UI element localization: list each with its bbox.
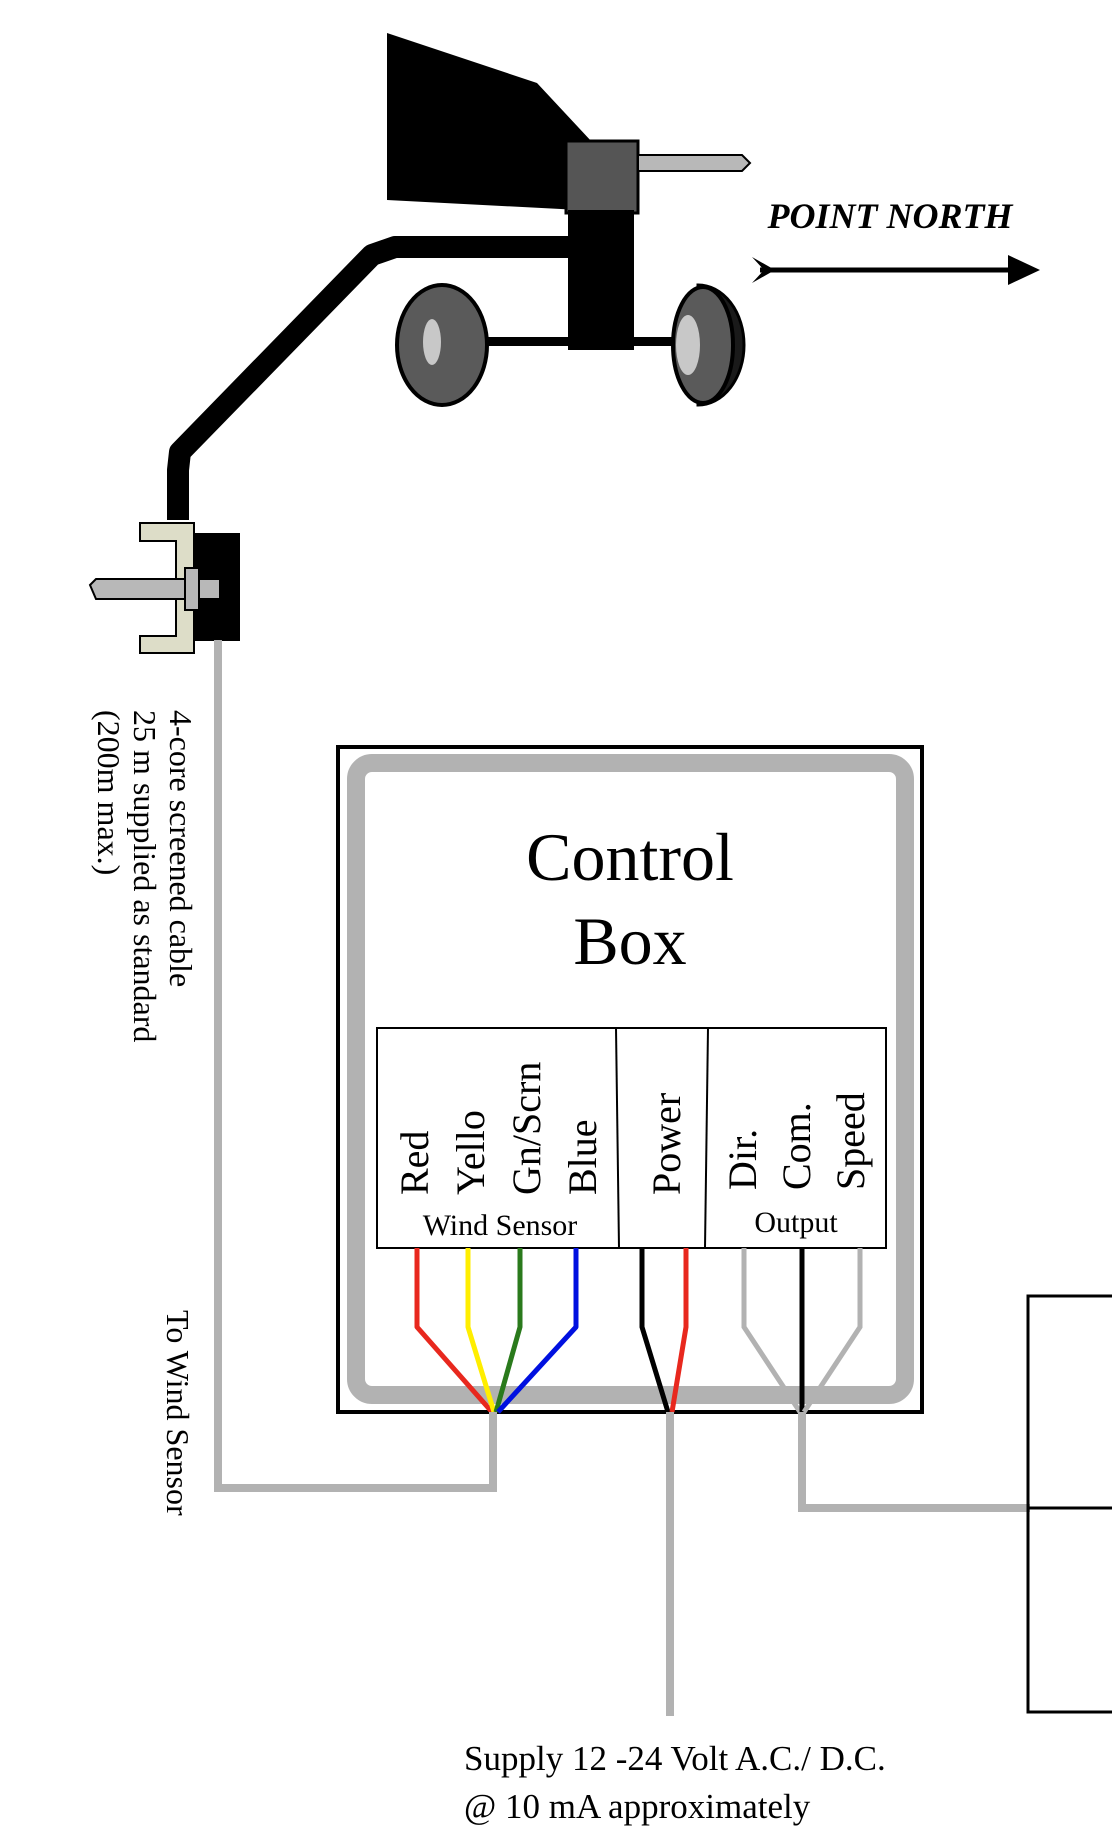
- terminal-speed: Speed: [828, 1092, 873, 1190]
- clamp-bracket: [139, 522, 195, 654]
- power-wires: [639, 1248, 689, 1413]
- north-arrow: POINT NORTH: [752, 196, 1040, 285]
- control-box-inner-frame: [347, 754, 914, 1404]
- wind-vane-fin: [387, 33, 592, 210]
- terminal-divider: [615, 1027, 620, 1249]
- vane-pointer: [637, 154, 752, 172]
- wind-sensor-group-label: Wind Sensor: [423, 1209, 578, 1242]
- to-sensor-label: To Wind Sensor: [160, 1310, 196, 1516]
- cup-arm: [480, 337, 682, 346]
- wire-dir: [741, 1248, 803, 1414]
- wire-green: [493, 1248, 523, 1413]
- cup-highlight-right: [676, 315, 700, 375]
- wire-power-black: [639, 1248, 671, 1413]
- output-device: [1026, 1294, 1112, 1714]
- terminal-divider: [704, 1027, 709, 1249]
- anemometer-cup-left: [395, 283, 489, 407]
- wire-blue: [496, 1248, 579, 1414]
- terminal-yellow: Yello: [448, 1110, 493, 1195]
- north-label: POINT NORTH: [767, 196, 1014, 236]
- cable-label-line2: 25 m supplied as standard: [127, 710, 163, 1042]
- output-wires: [741, 1248, 863, 1414]
- wire-red: [414, 1248, 494, 1414]
- mounting-arm: [167, 236, 570, 520]
- clamp-bolt: [184, 567, 200, 611]
- terminal-common: Com.: [774, 1102, 819, 1190]
- cable-label-line3: (200m max.): [91, 710, 127, 875]
- output-group-label: Output: [754, 1206, 838, 1239]
- wire-power-red: [669, 1248, 689, 1413]
- terminal-red: Red: [392, 1131, 437, 1195]
- terminal-direction: Dir.: [720, 1129, 765, 1190]
- supply-label-line1: Supply 12 -24 Volt A.C./ D.C.: [464, 1739, 886, 1778]
- cup-highlight-left: [423, 319, 441, 365]
- terminal-blue: Blue: [560, 1119, 605, 1195]
- output-device-outline: [1026, 1294, 1112, 1714]
- arrow-tail: [752, 257, 775, 283]
- sensor-body: [568, 210, 634, 350]
- arrow-head: [1008, 255, 1040, 285]
- wind-sensor-wires: [414, 1248, 579, 1414]
- vane-hub: [564, 139, 640, 215]
- wind-sensor-illustration: [167, 33, 752, 520]
- control-box: Control Box Red Yello Gn/Scrn Blue Wind …: [336, 745, 924, 1414]
- wire-speed: [801, 1248, 863, 1414]
- cable-label-line1: 4-core screened cable: [163, 710, 199, 987]
- gray-cables: [214, 640, 1030, 1716]
- control-box-title-line2: Box: [573, 903, 686, 979]
- mount-clamp: [88, 522, 240, 654]
- sensor-cable: [214, 640, 497, 1492]
- wire-yellow: [465, 1248, 497, 1413]
- terminal-power: Power: [644, 1093, 689, 1195]
- supply-label-line2: @ 10 mA approximately: [464, 1787, 811, 1826]
- terminal-strip: [376, 1027, 887, 1249]
- control-box-title-line1: Control: [526, 819, 734, 895]
- mount-pole: [88, 578, 221, 600]
- terminal-green-screen: Gn/Scrn: [504, 1062, 549, 1195]
- cable-label: 4-core screened cable 25 m supplied as s…: [91, 710, 199, 1042]
- output-cable: [798, 1412, 1030, 1512]
